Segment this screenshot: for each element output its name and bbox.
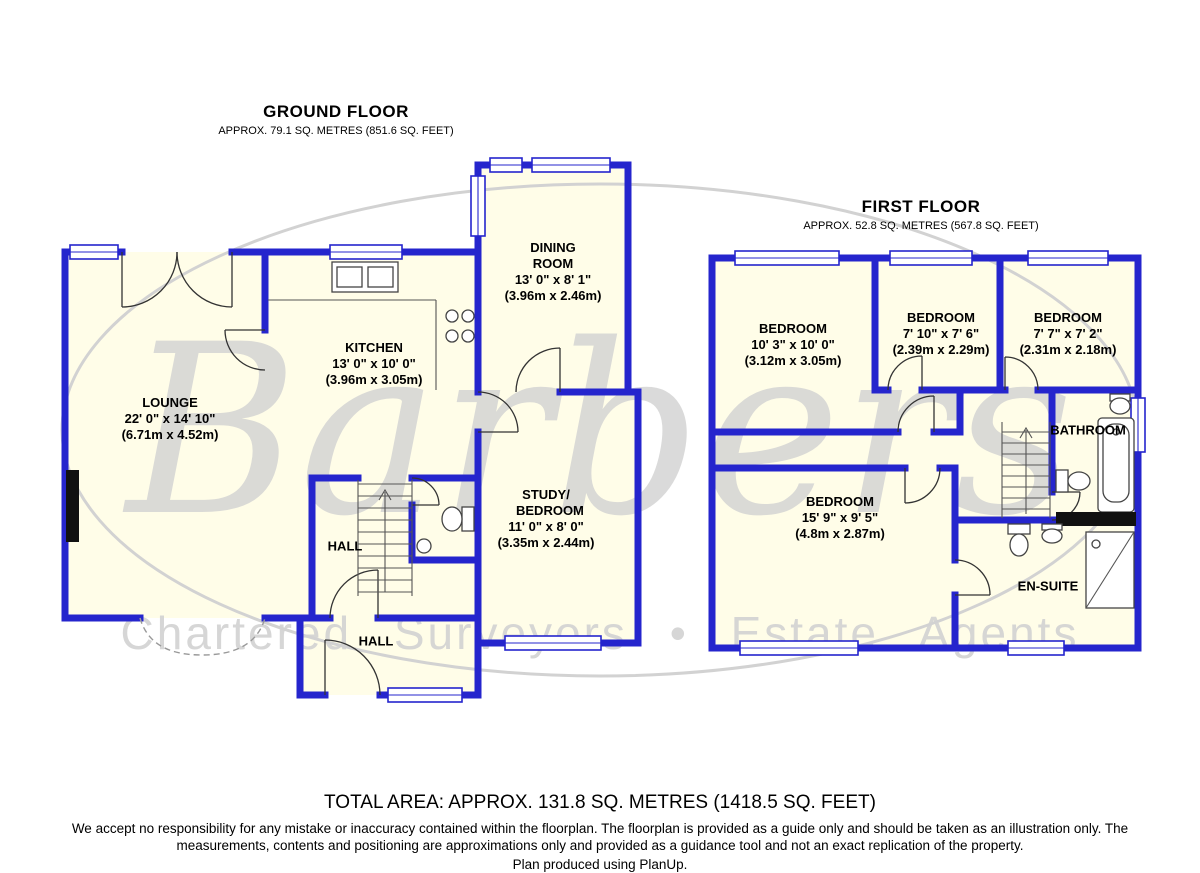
window bbox=[69, 244, 119, 260]
room-metric: (2.31m x 2.18m) bbox=[1019, 342, 1117, 357]
room-label-bedroom1: BEDROOM 10' 3" x 10' 0" (3.12m x 3.05m) bbox=[733, 321, 853, 369]
room-metric: (2.39m x 2.29m) bbox=[892, 342, 990, 357]
room-name: STUDY/ BEDROOM bbox=[516, 487, 584, 518]
window bbox=[329, 244, 403, 260]
stairs-first bbox=[1001, 422, 1051, 518]
room-name: DINING ROOM bbox=[530, 240, 576, 271]
room-imperial: 15' 9" x 9' 5" bbox=[801, 510, 879, 525]
wall bbox=[708, 254, 1142, 652]
room-name: LOUNGE bbox=[142, 395, 198, 410]
room-label-lounge: LOUNGE 22' 0" x 14' 10" (6.71m x 4.52m) bbox=[110, 395, 230, 443]
window bbox=[734, 250, 840, 266]
room-label-study: STUDY/ BEDROOM 11' 0" x 8' 0" (3.35m x 2… bbox=[498, 487, 595, 551]
room-imperial: 7' 10" x 7' 6" bbox=[902, 326, 980, 341]
room-label-kitchen: KITCHEN 13' 0" x 10' 0" (3.96m x 3.05m) bbox=[314, 340, 434, 388]
window bbox=[1007, 640, 1065, 656]
room-metric: (3.96m x 2.46m) bbox=[504, 288, 602, 303]
dining-fill bbox=[478, 165, 628, 392]
window bbox=[531, 157, 611, 173]
study-fill bbox=[478, 392, 638, 643]
produced-by: Plan produced using PlanUp. bbox=[512, 857, 688, 872]
room-label-bedroom4: BEDROOM 15' 9" x 9' 5" (4.8m x 2.87m) bbox=[770, 494, 910, 542]
door bbox=[121, 251, 178, 308]
door bbox=[324, 639, 381, 696]
first-floor-title-block: FIRST FLOOR APPROX. 52.8 SQ. METRES (567… bbox=[803, 197, 1038, 232]
watermark-brand: Barbers bbox=[122, 295, 1074, 568]
wc-toilet-icon bbox=[416, 506, 475, 554]
first-floor-title: FIRST FLOOR bbox=[861, 197, 981, 216]
shower-icon bbox=[1085, 531, 1135, 609]
first-floor-fill bbox=[712, 258, 1138, 648]
fireplace bbox=[66, 470, 79, 542]
window bbox=[504, 635, 602, 651]
door bbox=[897, 395, 935, 433]
wc-basin-icon bbox=[416, 538, 432, 554]
room-imperial: 22' 0" x 14' 10" bbox=[124, 411, 216, 426]
room-imperial: 13' 0" x 8' 1" bbox=[514, 272, 592, 287]
door bbox=[477, 391, 519, 433]
kitchen-counter bbox=[268, 299, 437, 390]
room-name: KITCHEN bbox=[345, 340, 403, 355]
kitchen-sink-icon bbox=[331, 261, 399, 293]
room-fills bbox=[65, 165, 1138, 695]
door bbox=[1004, 356, 1039, 391]
window bbox=[387, 687, 463, 703]
ground-floor-title-block: GROUND FLOOR APPROX. 79.1 SQ. METRES (85… bbox=[218, 102, 453, 137]
first-floor-subtitle: APPROX. 52.8 SQ. METRES (567.8 SQ. FEET) bbox=[803, 220, 1039, 232]
window bbox=[889, 250, 973, 266]
window bbox=[489, 157, 523, 173]
room-label-ensuite: EN-SUITE bbox=[1017, 578, 1079, 594]
room-metric: (6.71m x 4.52m) bbox=[121, 427, 219, 442]
door bbox=[887, 355, 923, 391]
room-metric: (3.35m x 2.44m) bbox=[497, 535, 595, 550]
room-label-bedroom3: BEDROOM 7' 7" x 7' 2" (2.31m x 2.18m) bbox=[1008, 310, 1128, 358]
room-name: BEDROOM bbox=[1034, 310, 1102, 325]
fixtures bbox=[66, 261, 1136, 609]
hob-icon bbox=[445, 309, 475, 343]
disclaimer-text: We accept no responsibility for any mist… bbox=[71, 821, 1129, 853]
room-imperial: 7' 7" x 7' 2" bbox=[1033, 326, 1103, 341]
door bbox=[954, 559, 991, 596]
room-name: BEDROOM bbox=[907, 310, 975, 325]
door bbox=[224, 329, 266, 371]
room-metric: (3.96m x 3.05m) bbox=[325, 372, 423, 387]
bay-window bbox=[139, 617, 266, 656]
bathroom-basin-icon bbox=[1109, 393, 1131, 415]
room-imperial: 13' 0" x 10' 0" bbox=[332, 356, 416, 371]
bath-icon bbox=[1097, 417, 1135, 513]
room-metric: (4.8m x 2.87m) bbox=[795, 526, 885, 541]
room-label-bedroom2: BEDROOM 7' 10" x 7' 6" (2.39m x 2.29m) bbox=[881, 310, 1001, 358]
room-name: BEDROOM bbox=[806, 494, 874, 509]
window bbox=[1027, 250, 1109, 266]
room-metric: (3.12m x 3.05m) bbox=[744, 353, 842, 368]
room-name: BEDROOM bbox=[759, 321, 827, 336]
airing-cupboard bbox=[1056, 512, 1136, 526]
windows bbox=[69, 157, 1146, 703]
door bbox=[176, 251, 233, 308]
watermark: Barbers Chartered Surveyors • Estate Age… bbox=[60, 182, 1140, 678]
ensuite-toilet-icon bbox=[1007, 523, 1031, 557]
room-imperial: 10' 3" x 10' 0" bbox=[751, 337, 835, 352]
room-label-bathroom: BATHROOM bbox=[1050, 422, 1126, 438]
door bbox=[329, 569, 379, 619]
door bbox=[411, 477, 440, 506]
room-label-hall-lower: HALL bbox=[358, 633, 394, 649]
door bbox=[515, 347, 561, 393]
stairs-ground bbox=[357, 480, 413, 596]
door bbox=[904, 467, 941, 504]
total-area: TOTAL AREA: APPROX. 131.8 SQ. METRES (14… bbox=[324, 792, 876, 813]
room-imperial: 11' 0" x 8' 0" bbox=[508, 519, 584, 534]
ground-floor-title: GROUND FLOOR bbox=[263, 102, 409, 121]
window bbox=[470, 175, 486, 237]
ground-floor-subtitle: APPROX. 79.1 SQ. METRES (851.6 SQ. FEET) bbox=[218, 125, 454, 137]
room-label-dining: DINING ROOM 13' 0" x 8' 1" (3.96m x 2.46… bbox=[505, 240, 602, 304]
room-label-hall-upper: HALL bbox=[327, 538, 363, 554]
window bbox=[739, 640, 859, 656]
bathroom-toilet-icon bbox=[1055, 469, 1091, 493]
ensuite-basin-icon bbox=[1041, 523, 1063, 544]
